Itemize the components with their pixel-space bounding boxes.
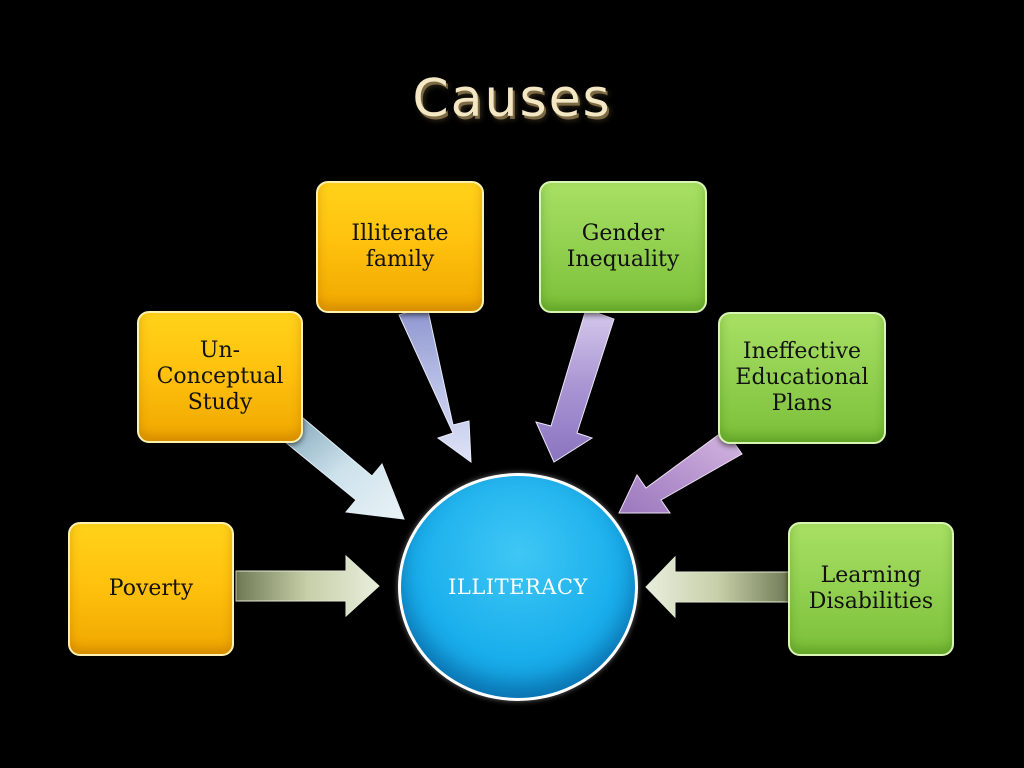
arrow-poverty [235, 554, 380, 618]
cause-poverty-label: Poverty [108, 576, 194, 601]
cause-ineffective-educational-plans: Ineffective Educational Plans [718, 312, 886, 444]
cause-illiterate-family-label: Illiterate family [351, 221, 449, 272]
arrow-learning [645, 555, 791, 619]
illiteracy-circle: ILLITERACY [398, 473, 638, 701]
arrow-unconceptual [283, 417, 405, 520]
cause-gender-inequality-label: Gender Inequality [566, 221, 680, 272]
cause-illiterate-family: Illiterate family [316, 181, 484, 313]
cause-ineffective-educational-plans-label: Ineffective Educational Plans [735, 339, 869, 416]
cause-learning-disabilities: Learning Disabilities [788, 522, 954, 656]
illiteracy-label: ILLITERACY [448, 575, 588, 599]
cause-unconceptual-study: Un- Conceptual Study [137, 311, 303, 443]
cause-poverty: Poverty [68, 522, 234, 656]
slide-title: Causes [412, 69, 612, 129]
cause-unconceptual-study-label: Un- Conceptual Study [156, 338, 284, 415]
arrow-ineffective [618, 429, 743, 514]
arrow-illiterate-family [398, 305, 472, 464]
cause-learning-disabilities-label: Learning Disabilities [808, 563, 934, 614]
cause-gender-inequality: Gender Inequality [539, 181, 707, 313]
arrow-gender [535, 308, 615, 463]
